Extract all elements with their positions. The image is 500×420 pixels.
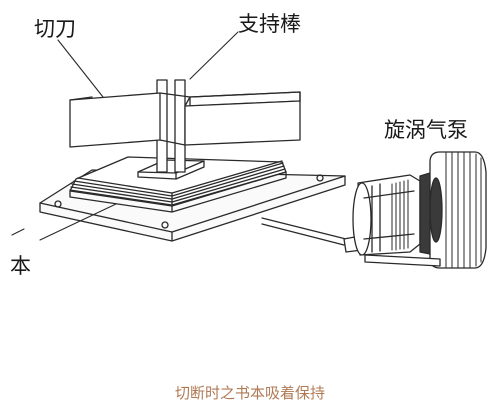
hose	[261, 217, 363, 253]
book-leader-stub	[11, 228, 25, 236]
vortex-pump	[352, 151, 487, 269]
leader-lines	[11, 31, 239, 241]
cutter-leader	[57, 39, 104, 98]
book-stack	[69, 156, 287, 213]
figure-caption: 切断时之书本吸着保持	[174, 384, 325, 402]
clamp-plate	[137, 159, 205, 180]
book-label: 本	[10, 254, 31, 278]
cutter-frame	[69, 91, 301, 148]
vortex-pump-label: 旋涡气泵	[384, 118, 468, 142]
support-rod-label: 支持棒	[238, 12, 301, 36]
book-leader	[39, 203, 117, 241]
support-rod-leader	[189, 31, 239, 80]
cutter-label: 切刀	[34, 17, 76, 41]
